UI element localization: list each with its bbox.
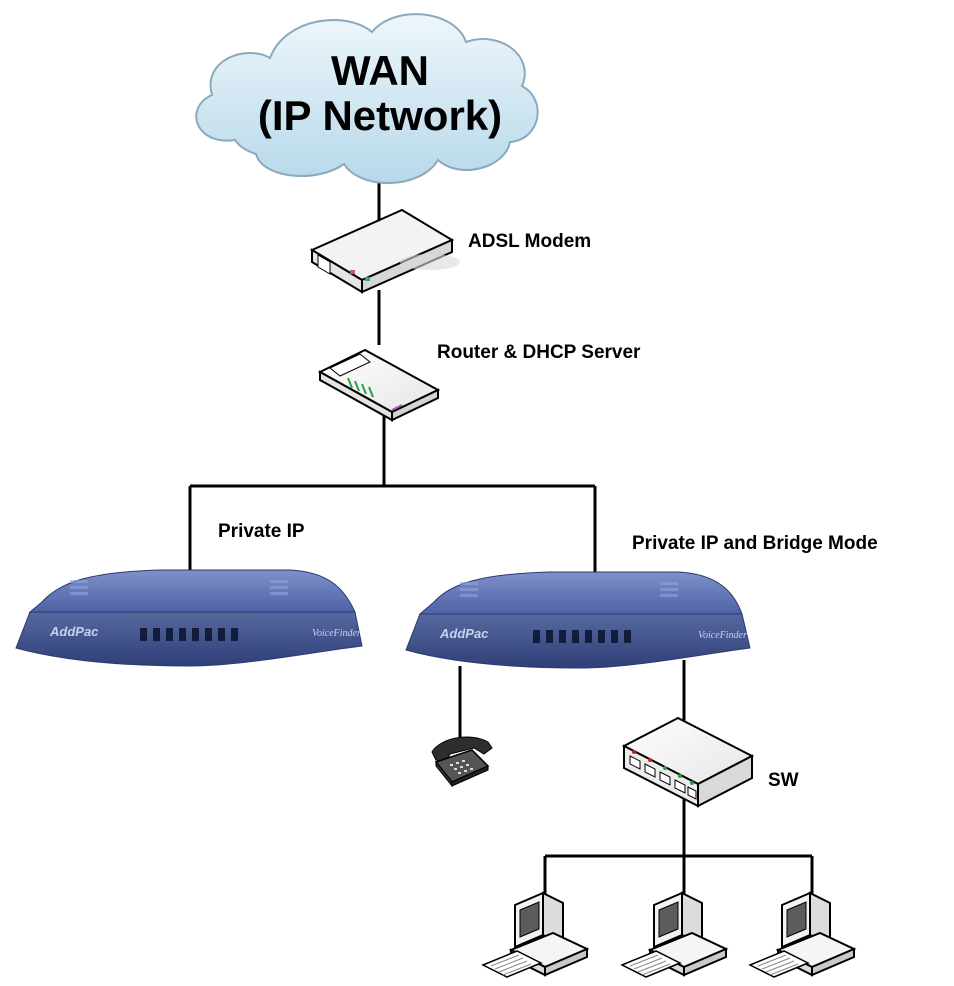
voip-gateway-left: AddPac VoiceFinder [15, 569, 363, 667]
pc-icon-3 [748, 891, 857, 978]
wan-subtitle: (IP Network) [258, 92, 502, 139]
gateway-left-model: VoiceFinder [312, 628, 361, 639]
label-switch: SW [768, 770, 799, 791]
connection-lines [188, 170, 814, 905]
telephone-icon [431, 736, 493, 788]
label-private-ip: Private IP [218, 521, 305, 542]
voip-gateway-right: AddPac VoiceFinder [405, 571, 751, 669]
pc-icon-1 [481, 891, 590, 978]
label-adsl-modem: ADSL Modem [468, 231, 591, 252]
switch-icon [621, 716, 755, 808]
gateway-right-model: VoiceFinder [698, 630, 747, 641]
adsl-modem-icon [309, 208, 460, 294]
label-private-ip-bridge: Private IP and Bridge Mode [632, 533, 878, 554]
wan-cloud: WAN (IP Network) [195, 13, 539, 184]
wan-title: WAN [331, 47, 429, 94]
gateway-left-brand: AddPac [49, 624, 99, 639]
gateway-right-brand: AddPac [439, 626, 489, 641]
router-icon [317, 348, 441, 422]
label-router: Router & DHCP Server [437, 342, 641, 363]
pc-icon-2 [620, 891, 729, 978]
